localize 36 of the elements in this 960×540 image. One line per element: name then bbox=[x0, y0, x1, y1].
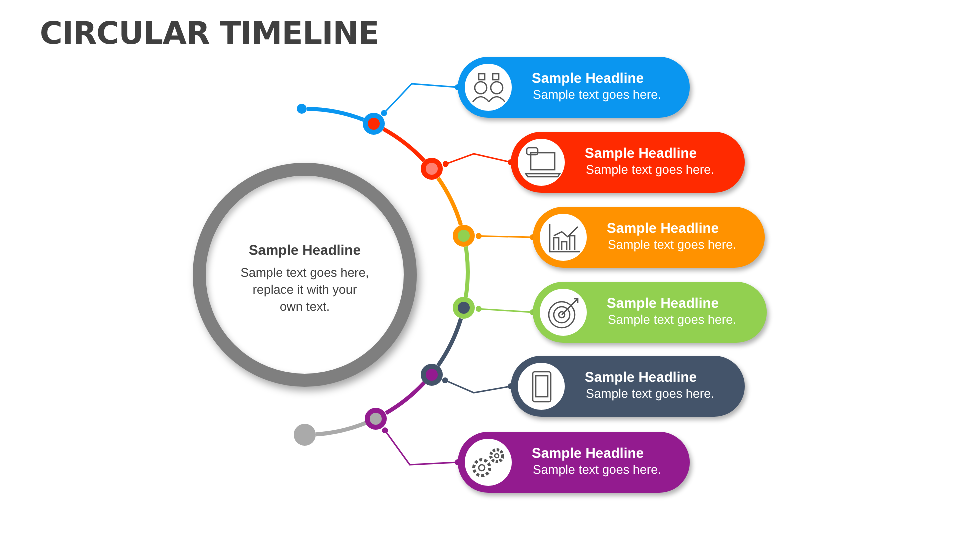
timeline-arc bbox=[307, 107, 364, 122]
body-text: Sample text goes here. bbox=[586, 387, 715, 401]
body-text: Sample text goes here. bbox=[608, 313, 737, 327]
headline-text: Sample Headline bbox=[532, 445, 644, 461]
timeline-dot bbox=[420, 364, 443, 386]
headline-text: Sample Headline bbox=[607, 295, 720, 311]
timeline-dot bbox=[362, 113, 385, 136]
headline-pill bbox=[458, 57, 690, 118]
timeline-dot bbox=[452, 224, 475, 247]
body-text: Sample text goes here. bbox=[533, 463, 662, 477]
headline-text: Sample Headline bbox=[585, 145, 698, 161]
timeline-dot bbox=[297, 104, 308, 114]
headline-pill bbox=[533, 207, 765, 268]
headline-text: Sample Headline bbox=[585, 369, 698, 385]
timeline-arc bbox=[436, 318, 464, 367]
timeline-arc bbox=[316, 421, 368, 437]
body-text: Sample text goes here. bbox=[533, 88, 662, 102]
headline-pill bbox=[511, 132, 745, 193]
body-text: Sample text goes here. bbox=[608, 238, 737, 252]
timeline-dot bbox=[420, 158, 443, 180]
timeline-arc bbox=[382, 128, 426, 163]
headline-pill bbox=[458, 432, 690, 493]
timeline-dot bbox=[452, 297, 475, 320]
headline-pill bbox=[511, 356, 745, 417]
headline-text: Sample Headline bbox=[532, 70, 644, 86]
title: CIRCULAR TIMELINE bbox=[40, 16, 380, 52]
timeline-dot bbox=[365, 408, 388, 430]
headline-text: Sample Headline bbox=[607, 220, 720, 236]
timeline-arc bbox=[464, 246, 470, 298]
headline-text: Sample Headline bbox=[248, 242, 362, 258]
body-text: Sample text goes here, replace it with your own text. bbox=[240, 265, 370, 316]
body-text: Sample text goes here. bbox=[586, 163, 715, 177]
timeline-arc bbox=[436, 177, 464, 226]
timeline-arc bbox=[385, 381, 426, 416]
timeline-dot bbox=[294, 424, 316, 446]
headline-pill bbox=[533, 282, 767, 343]
